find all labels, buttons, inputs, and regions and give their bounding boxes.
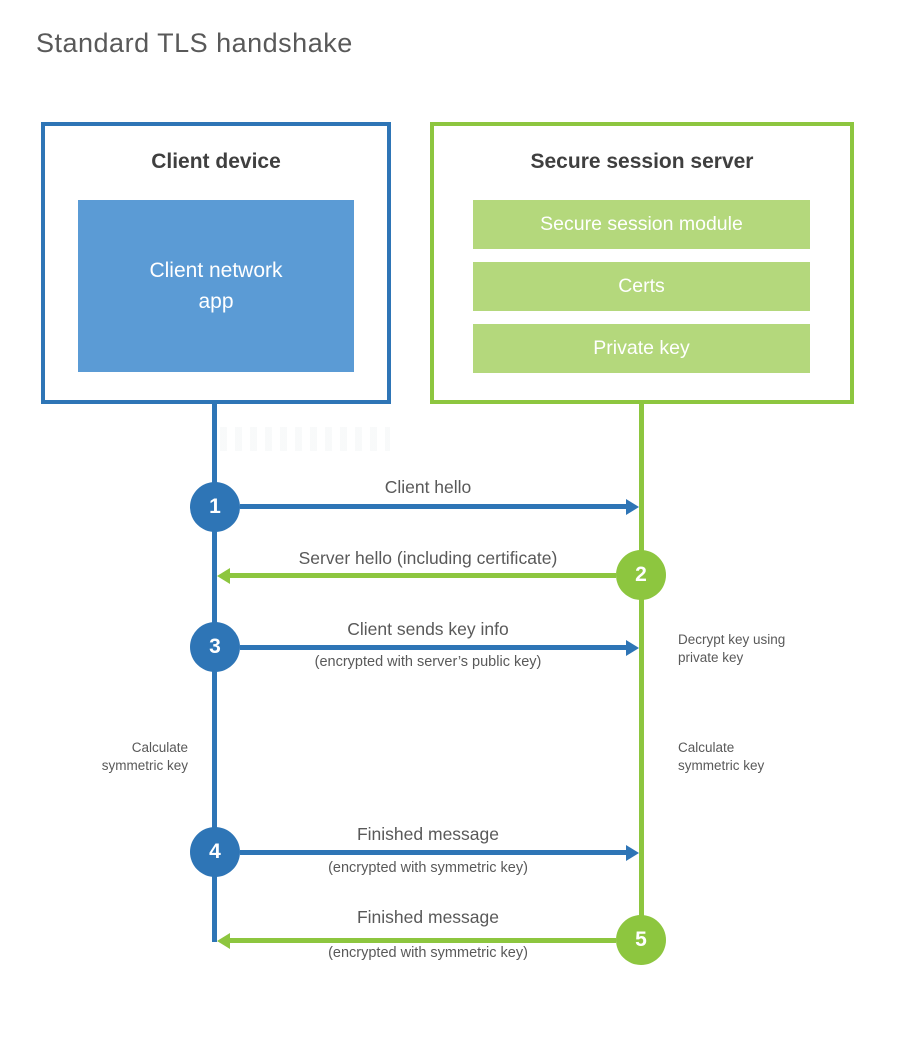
note-calculate-symmetric-key-server: Calculate symmetric key: [678, 740, 765, 773]
label-client-hello: Client hello: [384, 477, 472, 497]
client-device-title: Client device: [151, 150, 281, 173]
client-lifeline: [212, 402, 217, 942]
arrow-client-hello: [240, 498, 639, 515]
arrow-client-key-info: [240, 639, 639, 656]
client-app-label-line2: app: [198, 290, 234, 313]
step-3-badge: 3: [190, 622, 240, 672]
label-finished-server: Finished message: [356, 907, 500, 927]
label-server-hello: Server hello (including certificate): [298, 548, 558, 568]
step-1-badge: 1: [190, 482, 240, 532]
sublabel-client-key-info: (encrypted with server’s public key): [314, 654, 542, 670]
note-calculate-symmetric-key-client: Calculate symmetric key: [101, 740, 188, 773]
arrow-finished-client: [240, 844, 639, 861]
label-finished-client: Finished message: [356, 824, 500, 844]
page-title: Standard TLS handshake: [36, 28, 353, 58]
client-app-label-line1: Client network: [149, 258, 283, 282]
server-module-certs: Certs: [473, 262, 810, 311]
step-2-badge: 2: [616, 550, 666, 600]
server-module-private-key: Private key: [473, 324, 810, 373]
server-lifeline: [639, 402, 644, 942]
secure-session-server-title: Secure session server: [530, 150, 754, 173]
step-4-badge: 4: [190, 827, 240, 877]
arrow-finished-server: [217, 932, 616, 949]
sublabel-finished-client: (encrypted with symmetric key): [328, 860, 528, 876]
arrow-server-hello: [217, 567, 616, 584]
faint-watermark: [220, 427, 390, 451]
label-client-key-info: Client sends key info: [347, 619, 509, 639]
server-module-secure-session: Secure session module: [473, 200, 810, 249]
note-decrypt-key: Decrypt key using private key: [678, 632, 786, 665]
client-network-app-box: Client network app: [78, 200, 354, 372]
sublabel-finished-server: (encrypted with symmetric key): [328, 945, 528, 961]
step-5-badge: 5: [616, 915, 666, 965]
